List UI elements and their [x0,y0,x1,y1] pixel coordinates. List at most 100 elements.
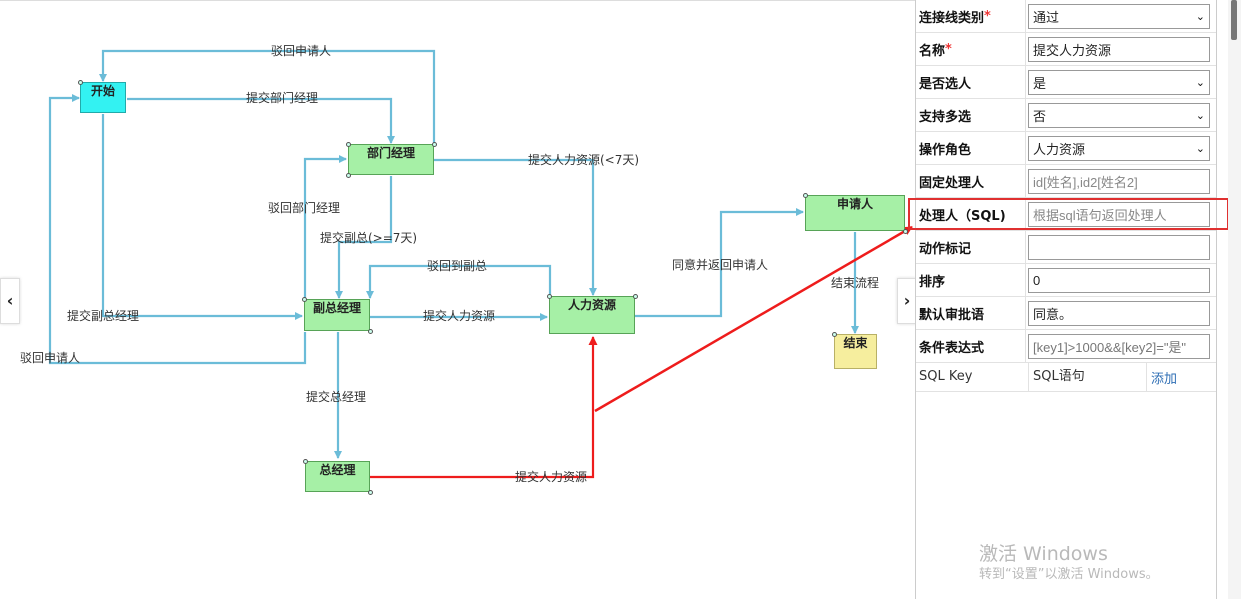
field-label: 动作标记 [919,241,972,257]
node-vice-gm[interactable]: 副总经理 [304,299,370,331]
resize-handle[interactable] [432,142,437,147]
edge-reject-dept-manager [303,155,347,301]
edge-label[interactable]: 驳回部门经理 [268,201,341,215]
edge-label[interactable]: 提交总经理 [306,390,367,404]
resize-handle[interactable] [303,459,308,464]
field-fixed-handler: 固定处理人 id[姓名],id2[姓名2] [916,165,1216,198]
field-action-mark: 动作标记 [916,231,1216,264]
watermark-subtitle: 转到“设置”以激活 Windows。 [979,567,1159,582]
field-name: 名称* 提交人力资源 [916,33,1216,66]
collapse-right-button[interactable]: › [897,278,917,324]
field-condition: 条件表达式 [key1]>1000&&[key2]="是" [916,330,1216,363]
node-dept-manager[interactable]: 部门经理 [348,144,434,175]
resize-handle[interactable] [368,490,373,495]
add-link[interactable]: 添加 [1151,371,1178,387]
node-gm[interactable]: 总经理 [305,461,370,492]
chevron-left-icon: ‹ [6,291,14,310]
edge-submit-hr-from-gm [370,336,598,479]
edge-label[interactable]: 提交人力资源 [515,470,588,484]
edge-reject-to-vice [366,264,552,299]
field-sql-handler: 处理人（SQL) 根据sql语句返回处理人 [916,198,1216,231]
scrollbar-track[interactable] [1228,0,1241,599]
edge-label[interactable]: 提交部门经理 [246,91,319,105]
edge-reject-applicant-left [48,94,307,365]
field-link-type: 连接线类别* 通过⌄ [916,0,1216,33]
name-input[interactable]: 提交人力资源 [1028,36,1210,62]
resize-handle[interactable] [78,80,83,85]
watermark-title: 激活 Windows [979,543,1108,565]
field-label: 默认审批语 [919,307,985,323]
edge-label[interactable]: 提交人力资源 [423,309,496,323]
collapse-left-button[interactable]: ‹ [0,278,20,324]
field-select-person: 是否选人 是⌄ [916,66,1216,99]
field-label: 是否选人 [919,76,972,92]
condition-input[interactable]: [key1]>1000&&[key2]="是" [1028,333,1210,359]
chevron-down-icon: ⌄ [1195,10,1205,23]
node-applicant[interactable]: 申请人 [805,195,905,231]
field-label: 名称 [919,43,946,59]
edge-submit-vice-gm [101,114,303,320]
fixed-handler-input[interactable]: id[姓名],id2[姓名2] [1028,168,1210,194]
resize-handle[interactable] [832,332,837,337]
edge-label[interactable]: 提交副总经理 [67,309,140,323]
sql-statement-header: SQL语句 [1029,363,1147,391]
edge-label[interactable]: 驳回到副总 [427,259,488,273]
activation-watermark: 激活 Windows 转到“设置”以激活 Windows。 [979,542,1159,584]
resize-handle[interactable] [346,173,351,178]
resize-handle[interactable] [368,329,373,334]
edge-reject-applicant-top [99,49,436,145]
field-label: 条件表达式 [919,340,985,356]
field-label: 连接线类别 [919,10,985,26]
link-type-select[interactable]: 通过⌄ [1028,3,1210,29]
required-mark: * [945,41,952,57]
edge-label[interactable]: 驳回申请人 [271,44,332,58]
field-default-comment: 默认审批语 同意。 [916,297,1216,330]
field-multi-select: 支持多选 否⌄ [916,99,1216,132]
node-start[interactable]: 开始 [80,82,126,113]
resize-handle[interactable] [903,229,908,234]
flow-edges [48,49,913,479]
edge-submit-hr-lt7 [434,158,597,296]
edge-submit-vice-ge7 [335,176,393,299]
flow-canvas[interactable]: 驳回申请人 提交部门经理 提交人力资源(<7天) 驳回部门经理 提交副总(>=7… [0,0,917,599]
node-end[interactable]: 结束 [834,334,877,369]
edge-label[interactable]: 同意并返回申请人 [672,258,769,272]
annotation-arrow [594,225,913,413]
edge-submit-dept-manager [127,97,395,144]
multi-select-select[interactable]: 否⌄ [1028,102,1210,128]
scrollbar-thumb[interactable] [1231,0,1237,40]
edge-label[interactable]: 结束流程 [831,276,880,290]
field-role: 操作角色 人力资源⌄ [916,132,1216,165]
chevron-down-icon: ⌄ [1195,109,1205,122]
sql-key-header: SQL Key [916,363,1029,391]
edge-agree-return-applicant [635,208,804,318]
field-label: 固定处理人 [919,175,985,191]
chevron-down-icon: ⌄ [1195,142,1205,155]
highlight-box [908,198,1229,230]
required-mark: * [984,8,991,24]
node-hr[interactable]: 人力资源 [549,296,635,334]
sql-handler-input[interactable]: 根据sql语句返回处理人 [1028,201,1210,227]
role-select[interactable]: 人力资源⌄ [1028,135,1210,161]
field-sort: 排序 0 [916,264,1216,297]
field-label: 操作角色 [919,142,972,158]
field-label: 支持多选 [919,109,972,125]
chevron-right-icon: › [903,291,911,310]
resize-handle[interactable] [547,294,552,299]
edge-label[interactable]: 提交人力资源(<7天) [528,153,640,167]
sort-input[interactable]: 0 [1028,267,1210,293]
resize-handle[interactable] [346,142,351,147]
action-mark-input[interactable] [1028,234,1210,260]
sql-table-header: SQL Key SQL语句 添加 [916,363,1216,392]
resize-handle[interactable] [302,297,307,302]
chevron-down-icon: ⌄ [1195,76,1205,89]
properties-panel: 连接线类别* 通过⌄ 名称* 提交人力资源 是否选人 是⌄ 支持多选 否⌄ 操作… [915,0,1217,599]
resize-handle[interactable] [803,193,808,198]
field-label: 排序 [919,274,946,290]
select-person-select[interactable]: 是⌄ [1028,69,1210,95]
resize-handle[interactable] [633,294,638,299]
field-label: 处理人（SQL) [919,208,1006,224]
edge-label[interactable]: 驳回申请人 [20,351,81,365]
edge-label[interactable]: 提交副总(>=7天) [320,231,418,245]
default-comment-input[interactable]: 同意。 [1028,300,1210,326]
